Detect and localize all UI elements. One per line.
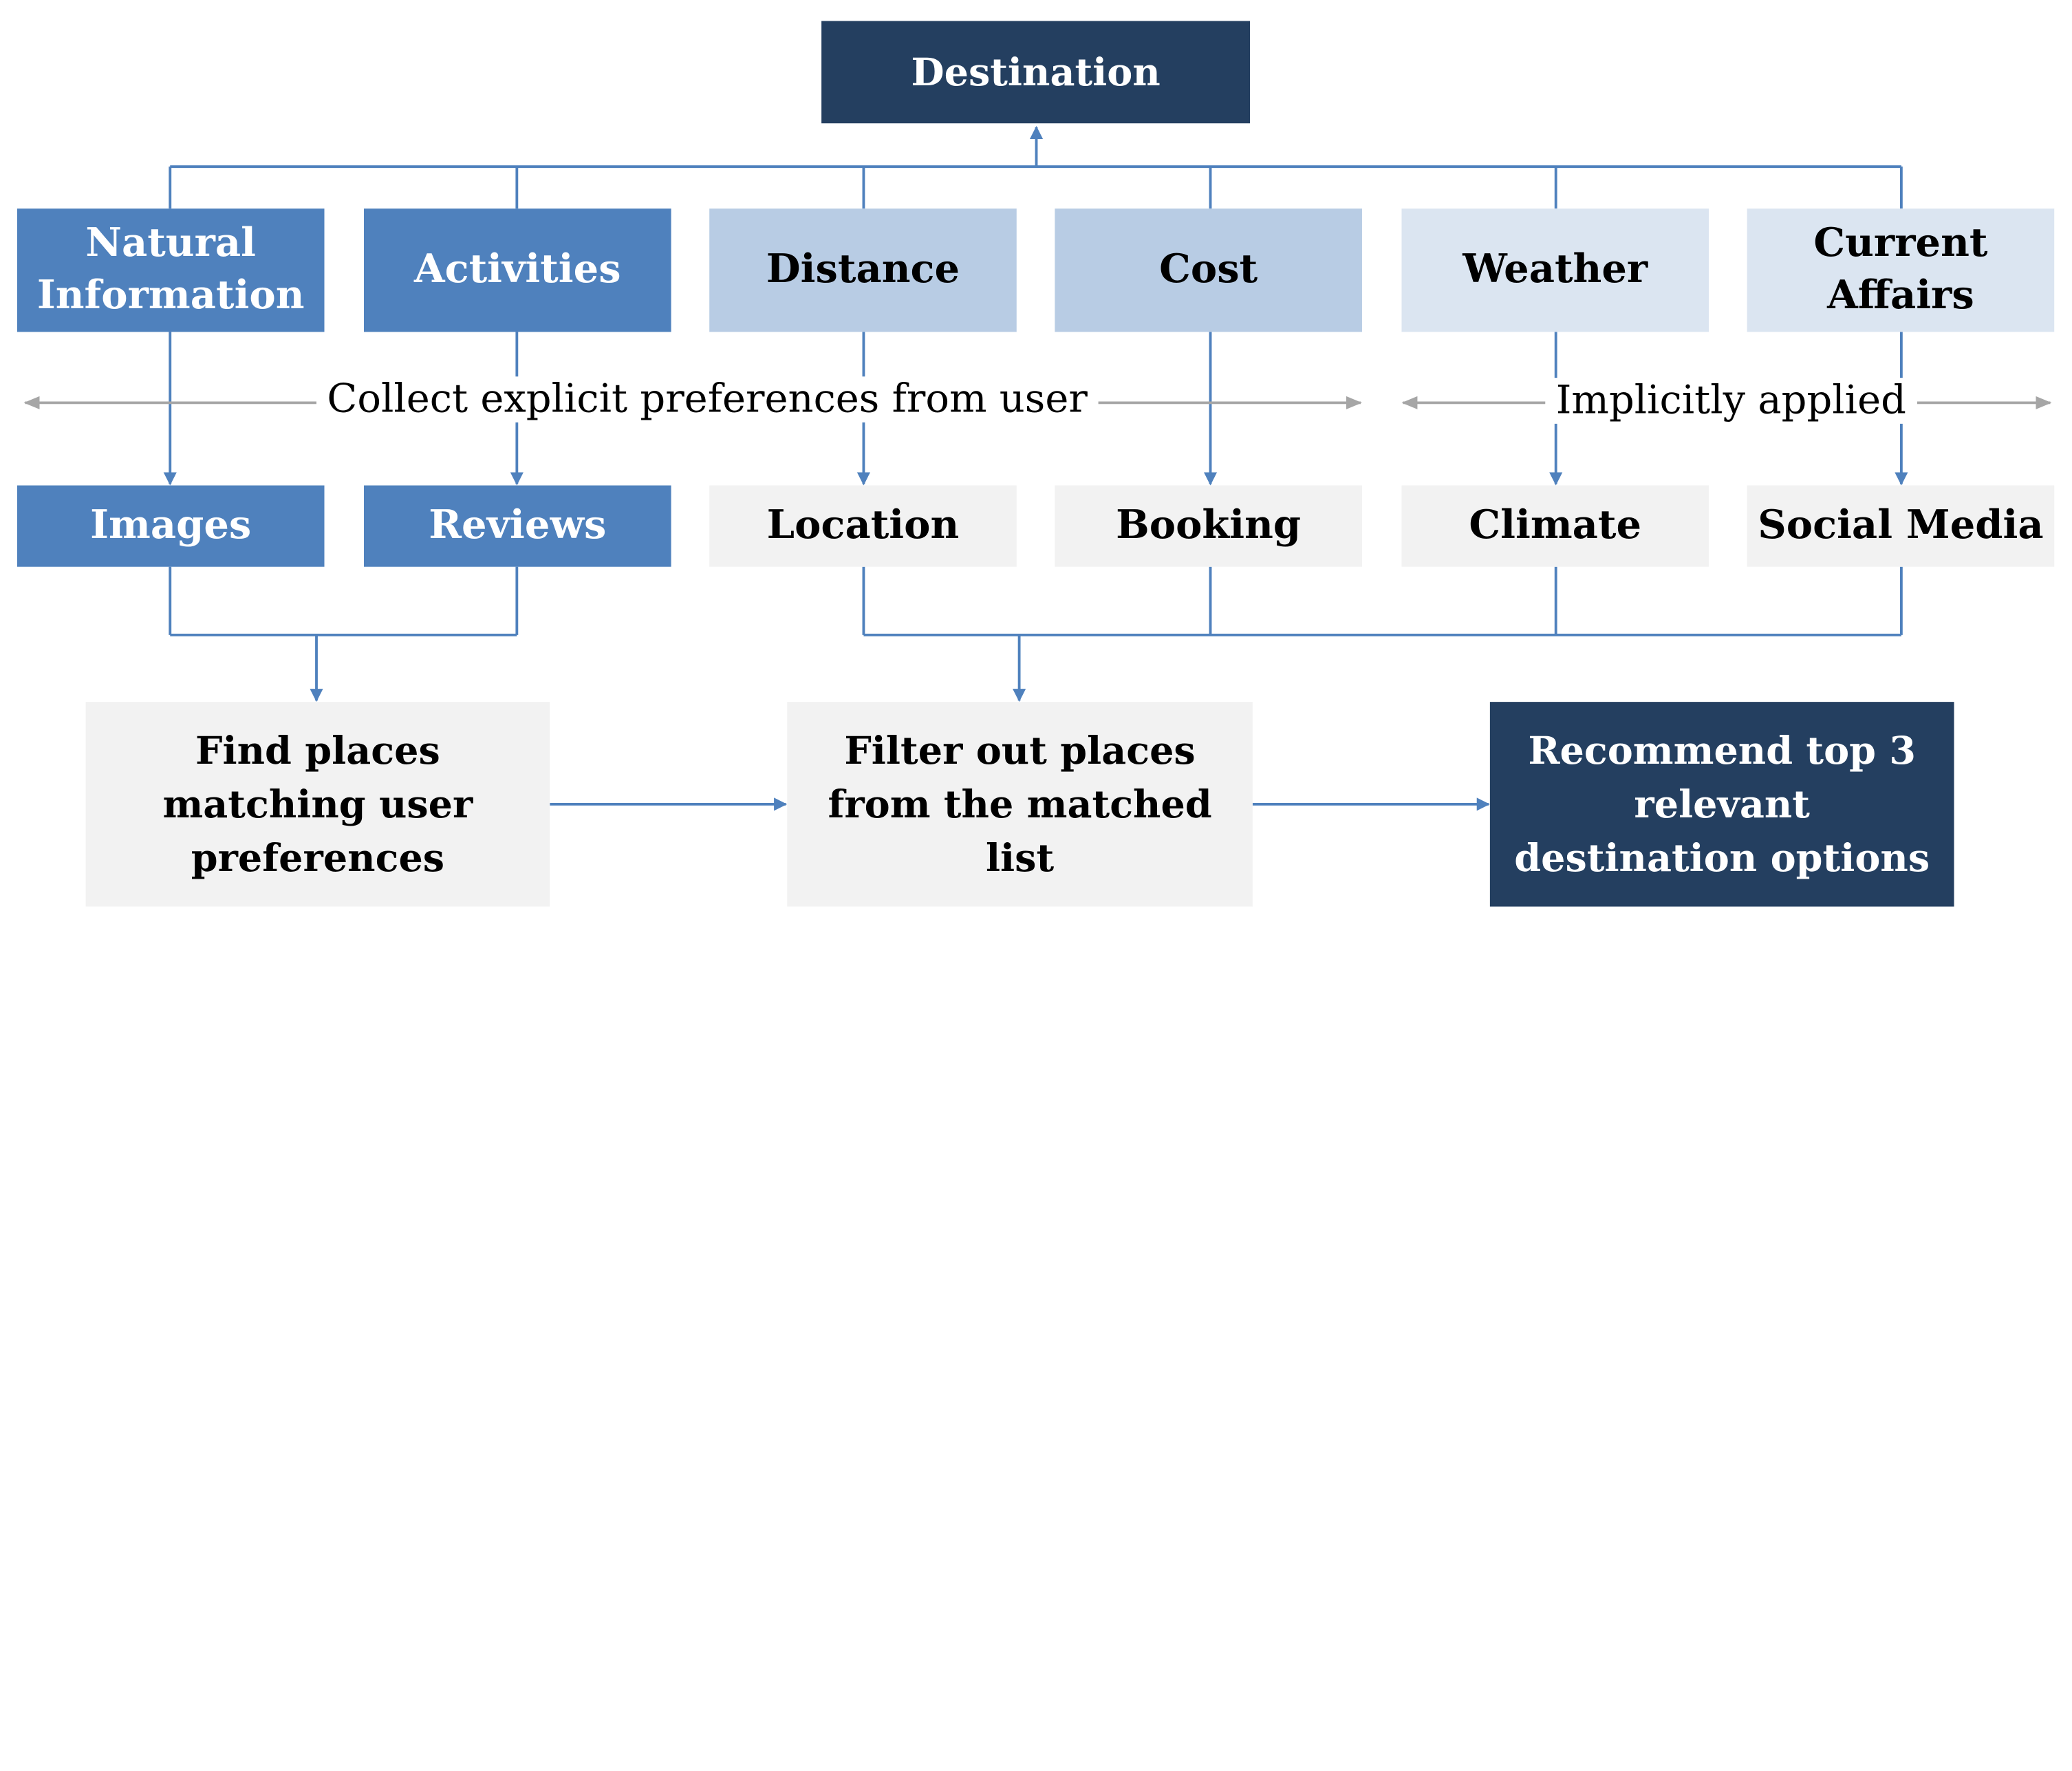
natural-information-line-2: Information (36, 272, 305, 319)
implicit-applied-label: Implicitly applied (1545, 378, 1917, 424)
recommend-line-1: Recommend top 3 (1528, 727, 1917, 773)
reviews-label: Reviews (429, 502, 607, 549)
activities-box: Activities (364, 208, 671, 332)
booking-label: Booking (1116, 502, 1302, 549)
recommend-line-3: destination options (1514, 835, 1930, 880)
explicit-preferences-label: Collect explicit preferences from user (316, 376, 1099, 422)
current-affairs-line-1: Current (1813, 220, 1988, 267)
find-places-line-2: matching user (162, 781, 473, 826)
images-label: Images (90, 502, 252, 549)
destination-label: Destination (911, 50, 1161, 95)
current-affairs-line-2: Affairs (1827, 272, 1974, 319)
filter-places-box: Filter out places from the matched list (787, 702, 1253, 907)
booking-box: Booking (1055, 485, 1362, 567)
natural-information-box: Natural Information (17, 208, 325, 332)
find-places-line-1: Find places (195, 727, 440, 773)
social-media-box: Social Media (1747, 485, 2055, 567)
location-label: Location (766, 502, 960, 549)
climate-box: Climate (1401, 485, 1709, 567)
weather-box: Weather (1401, 208, 1709, 332)
distance-label: Distance (766, 246, 960, 293)
bottom-bus-left (169, 566, 519, 702)
filter-places-line-1: Filter out places (844, 727, 1196, 773)
distance-box: Distance (709, 208, 1017, 332)
images-box: Images (17, 485, 325, 567)
reviews-box: Reviews (364, 485, 671, 567)
cost-box: Cost (1055, 208, 1362, 332)
climate-label: Climate (1469, 502, 1642, 549)
social-media-label: Social Media (1758, 502, 2044, 549)
activities-label: Activities (413, 246, 621, 293)
weather-label: Weather (1463, 246, 1648, 293)
cost-label: Cost (1159, 246, 1258, 293)
natural-information-line-1: Natural (85, 220, 256, 267)
filter-places-line-3: list (985, 835, 1055, 880)
bottom-bus-right (862, 566, 1903, 702)
destination-box: Destination (821, 21, 1251, 124)
top-bus (169, 126, 1903, 209)
recommend-line-2: relevant (1634, 781, 1810, 826)
find-places-line-3: preferences (191, 835, 445, 880)
recommend-box: Recommend top 3 relevant destination opt… (1489, 702, 1954, 907)
location-box: Location (709, 485, 1017, 567)
filter-places-line-2: from the matched (828, 781, 1212, 826)
find-places-box: Find places matching user preferences (85, 702, 550, 907)
current-affairs-box: Current Affairs (1747, 208, 2055, 332)
